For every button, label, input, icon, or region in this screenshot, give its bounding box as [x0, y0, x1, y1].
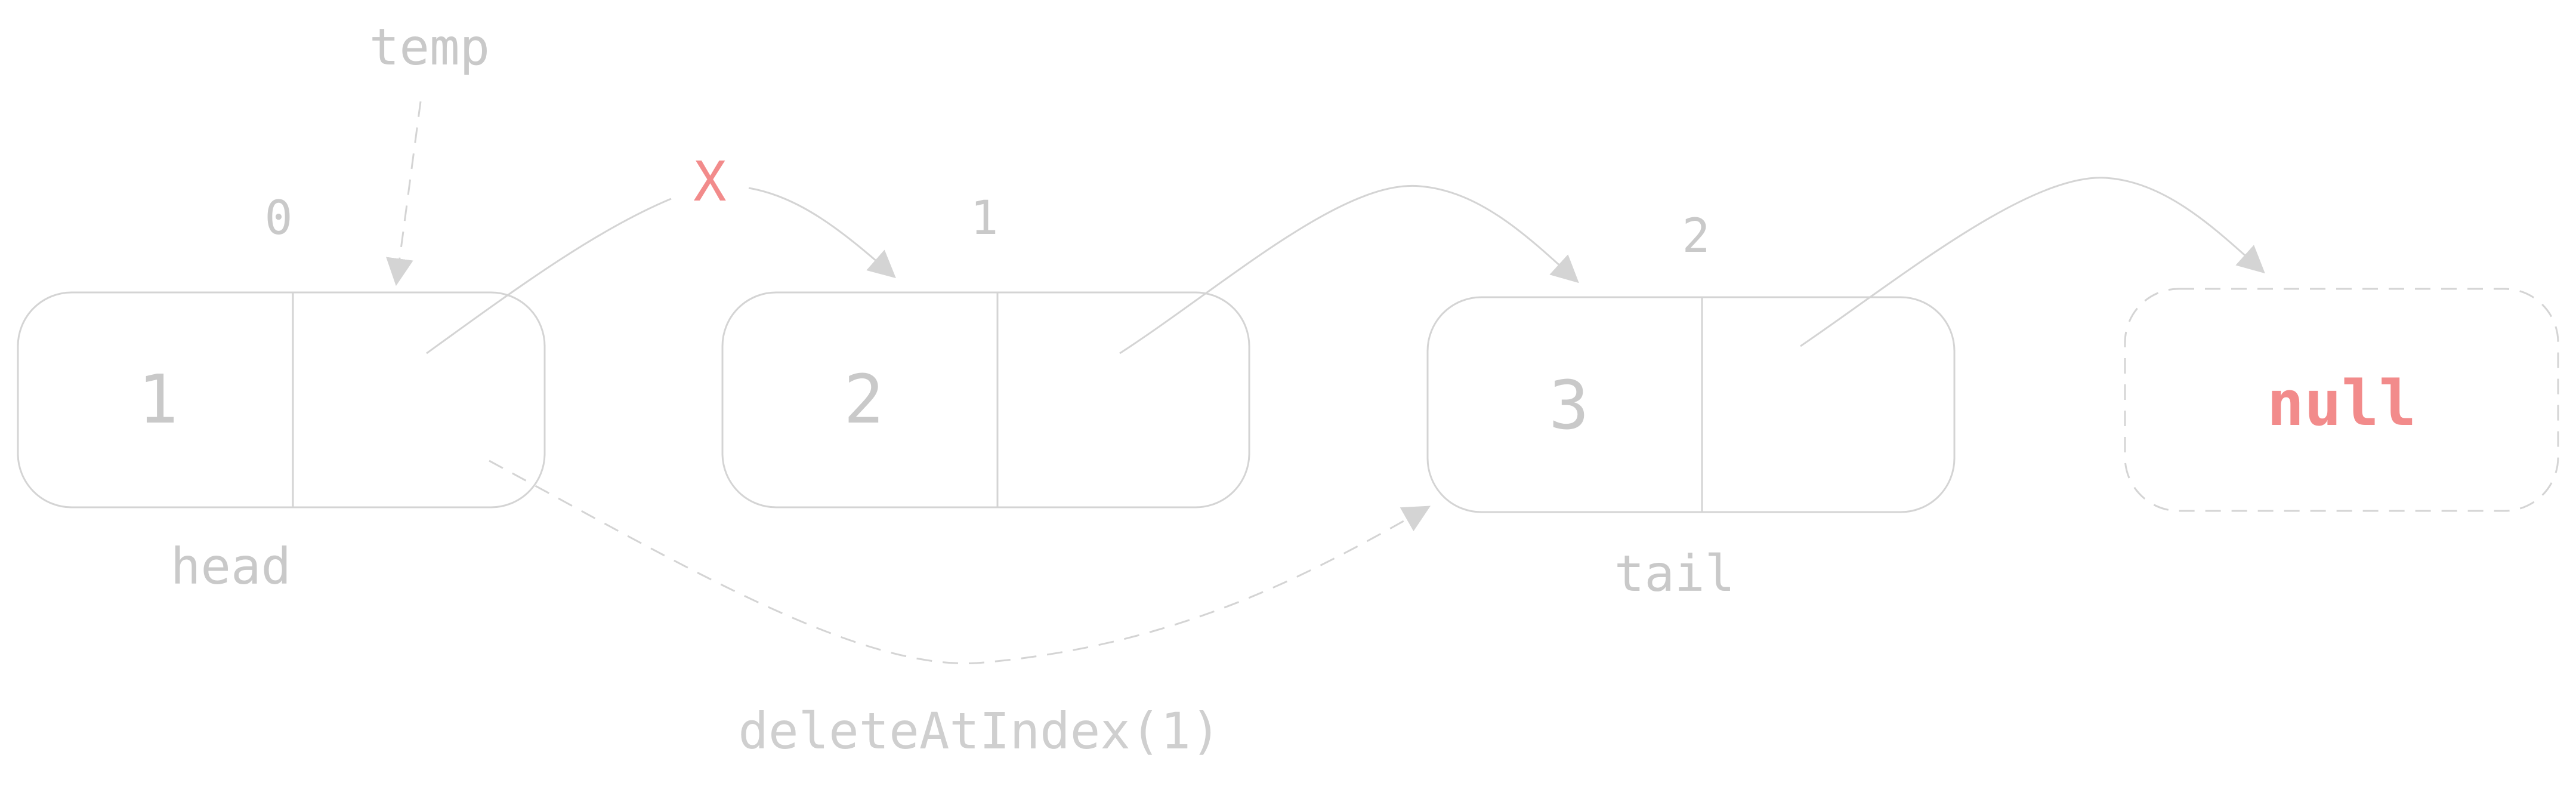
node-1-index: 1	[971, 192, 999, 245]
broken-link-x-mark: X	[693, 150, 726, 214]
node-2-box	[1426, 296, 1956, 513]
null-node-box	[2124, 288, 2559, 512]
head-label: head	[171, 537, 291, 596]
bypass-link-node0-to-node2	[489, 460, 1431, 664]
temp-pointer-arrow	[386, 101, 422, 286]
node-1-box	[721, 291, 1250, 508]
operation-label: deleteAtIndex(1)	[738, 702, 1221, 760]
link-node1-to-node2	[1119, 184, 1579, 355]
node-0-value: 1	[138, 361, 178, 439]
temp-pointer-label: temp	[369, 18, 490, 76]
list-node-0: 0 1 head	[17, 192, 546, 596]
null-node-text: null	[2267, 367, 2416, 440]
node-2-index: 2	[1682, 209, 1710, 263]
node-1-value: 2	[844, 361, 884, 439]
list-node-2: 2 3 tail	[1426, 209, 1956, 603]
null-node: null	[2124, 288, 2559, 512]
node-0-index: 0	[265, 192, 293, 245]
node-0-box	[17, 291, 546, 508]
link-node2-to-null	[1800, 177, 2265, 347]
tail-label: tail	[1614, 544, 1735, 603]
list-node-1: 1 2	[721, 192, 1250, 508]
broken-link-arrow	[748, 187, 896, 279]
broken-link-segment-left	[426, 198, 672, 355]
node-2-value: 3	[1549, 367, 1589, 445]
